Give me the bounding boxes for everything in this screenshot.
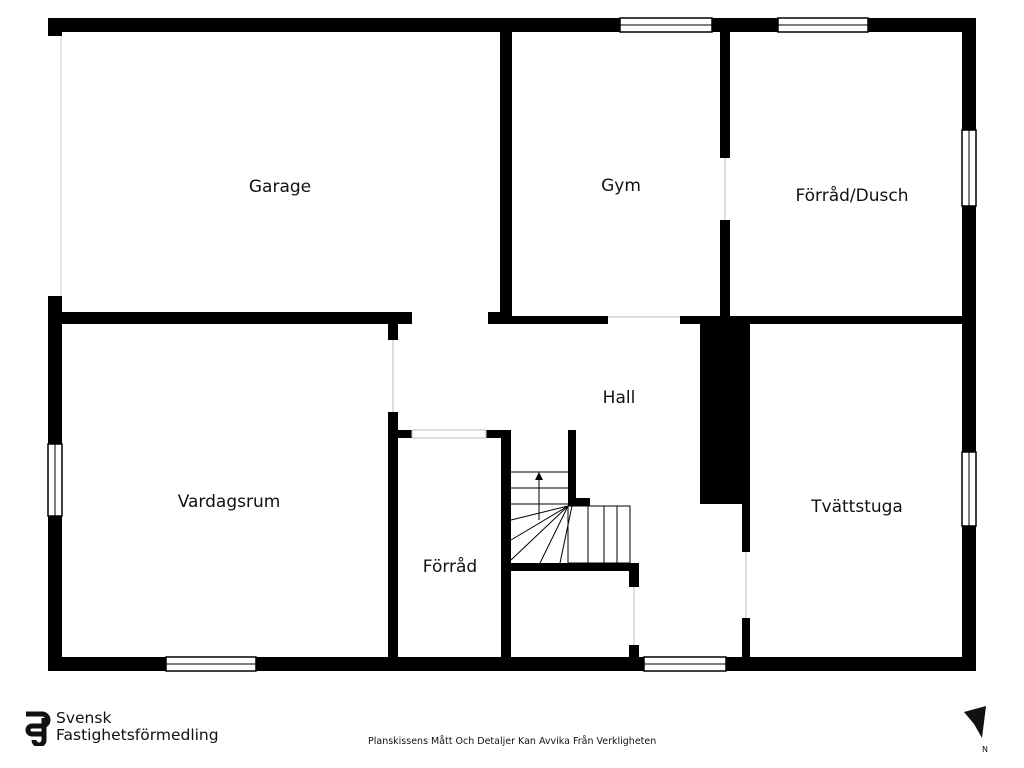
window-bottom-hall <box>643 656 727 672</box>
room-label-forrad-dusch: Förråd/Dusch <box>795 185 908 206</box>
room-label-garage: Garage <box>249 177 311 197</box>
brand-name-line1: Svensk <box>56 709 112 727</box>
brand-name: Svensk Fastighetsförmedling <box>56 710 219 744</box>
walls <box>48 18 976 671</box>
room-labels: Garage Gym Förråd/Dusch Hall Vardagsrum … <box>178 176 909 577</box>
staircase <box>510 471 631 564</box>
floor-plan: Garage Gym Förråd/Dusch Hall Vardagsrum … <box>47 17 977 672</box>
room-label-gym: Gym <box>601 176 641 196</box>
disclaimer-text: Planskissens Mått Och Detaljer Kan Avvik… <box>368 736 657 747</box>
room-label-hall: Hall <box>603 388 636 408</box>
window-left-vardagsrum <box>47 443 63 517</box>
room-label-vardagsrum: Vardagsrum <box>178 492 281 512</box>
sf-logo-icon <box>25 711 51 746</box>
window-top-dusch <box>777 17 869 33</box>
north-arrow-icon: N <box>964 706 988 754</box>
room-label-forrad: Förråd <box>423 556 477 577</box>
door-openings <box>392 158 747 645</box>
garage-door-opening <box>48 36 62 296</box>
window-right-dusch <box>961 129 977 207</box>
north-label: N <box>982 745 988 754</box>
windows <box>47 17 977 672</box>
brand-name-line2: Fastighetsförmedling <box>56 726 219 744</box>
room-label-tvattstuga: Tvättstuga <box>810 497 903 517</box>
window-bottom-vardagsrum <box>165 656 257 672</box>
window-top-gym <box>619 17 713 33</box>
window-right-tvattstuga <box>961 451 977 527</box>
